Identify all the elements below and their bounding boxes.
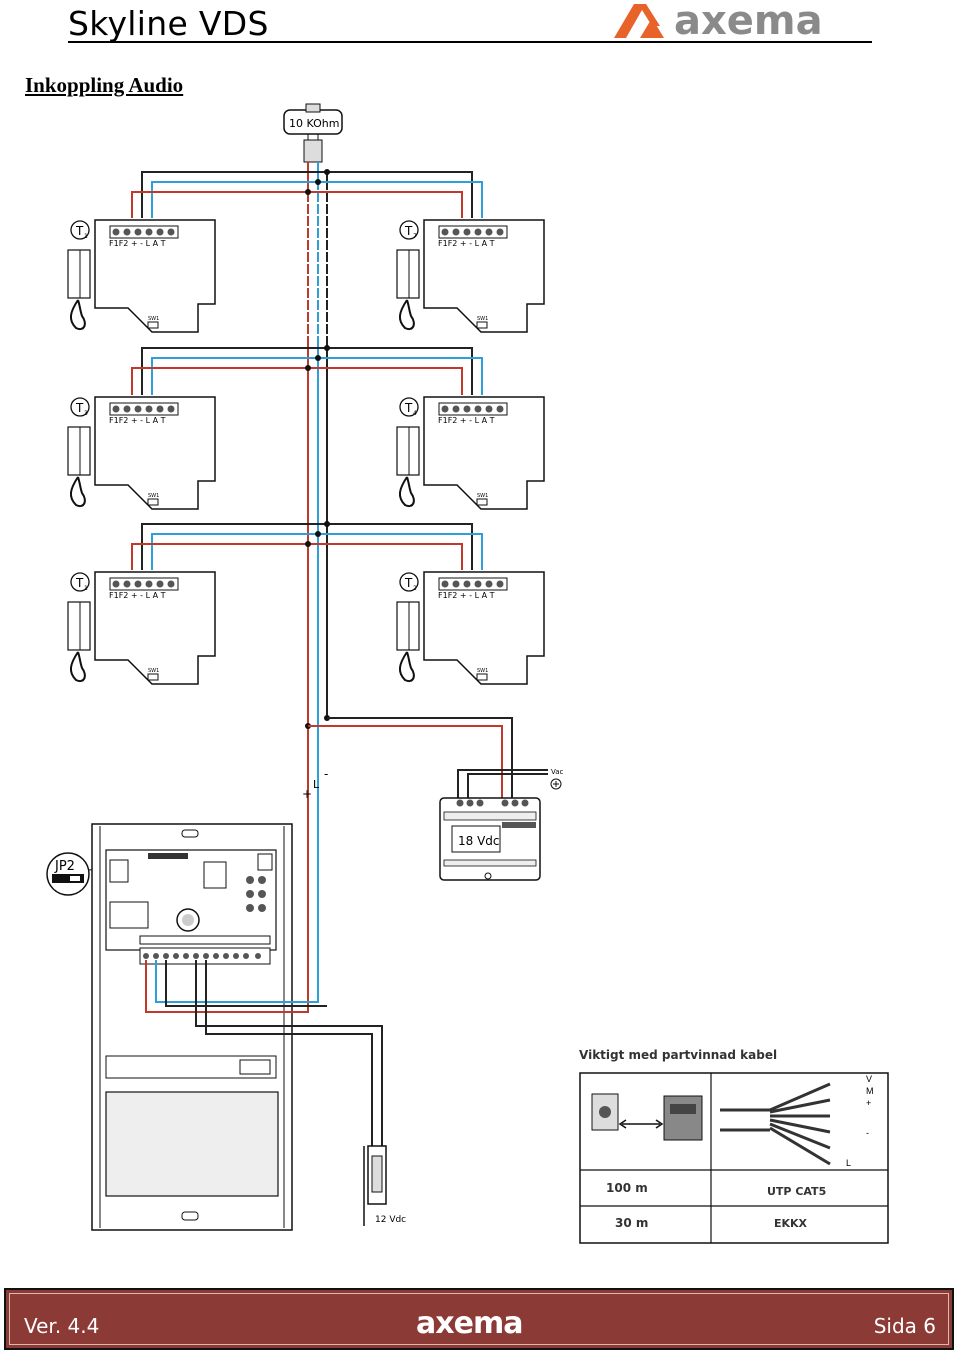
cable-info-box: Viktigt med partvinnad kabel V M + - L 1… — [579, 1048, 889, 1244]
svg-text:L: L — [846, 1158, 851, 1168]
svg-text:V: V — [866, 1074, 872, 1084]
svg-text:12 Vdc: 12 Vdc — [375, 1215, 406, 1225]
svg-text:SW1: SW1 — [477, 316, 488, 322]
svg-text:SW1: SW1 — [477, 668, 488, 674]
svg-text:4: 4 — [413, 410, 417, 417]
door-station — [91, 823, 293, 1231]
svg-text:UTP CAT5: UTP CAT5 — [767, 1185, 826, 1198]
svg-text:-: - — [866, 1128, 869, 1138]
axema-logo: axema — [614, 0, 823, 42]
svg-text:SW1: SW1 — [148, 668, 159, 674]
svg-text:EKKX: EKKX — [774, 1217, 808, 1230]
section-title: Inkoppling Audio — [25, 73, 184, 97]
svg-text:3: 3 — [84, 410, 88, 417]
svg-text:100 m: 100 m — [606, 1181, 648, 1195]
svg-text:10 KOhm: 10 KOhm — [289, 117, 339, 130]
intercom-unit: T 2 F1F2 + - L A T SW1 — [396, 571, 545, 685]
svg-text:F1F2 + - L A T: F1F2 + - L A T — [109, 591, 166, 600]
jumper-jp2: JP2 — [46, 852, 107, 896]
panel-wiring — [145, 960, 383, 1150]
svg-text:T: T — [75, 401, 84, 415]
svg-text:30 m: 30 m — [615, 1216, 648, 1230]
svg-text:T: T — [75, 576, 84, 590]
power-supply: 18 Vdc — [439, 797, 541, 881]
logo-mark-icon — [614, 4, 660, 38]
wiring-diagram: 10 KOhm T 1 F1F2 + - L A T SW1 T — [46, 103, 889, 1244]
svg-text:M: M — [866, 1086, 874, 1096]
page-title: Skyline VDS — [68, 4, 269, 43]
svg-text:F1F2 + - L A T: F1F2 + - L A T — [438, 239, 495, 248]
svg-text:axema: axema — [674, 0, 823, 42]
version-label: Ver. 4.4 — [24, 1314, 100, 1338]
svg-text:2: 2 — [413, 585, 417, 592]
svg-text:T: T — [404, 401, 413, 415]
svg-text:F1F2 + - L A T: F1F2 + - L A T — [109, 239, 166, 248]
intercom-unit: T 7 F1F2 + - L A T SW1 — [396, 219, 545, 333]
svg-text:7: 7 — [413, 233, 417, 240]
svg-text:Viktigt med partvinnad kabel: Viktigt med partvinnad kabel — [579, 1048, 777, 1062]
svg-text:F1F2 + - L A T: F1F2 + - L A T — [438, 591, 495, 600]
intercom-unit: T 1 F1F2 + - L A T SW1 — [67, 571, 216, 685]
svg-text:T: T — [404, 576, 413, 590]
door-lock: 12 Vdc — [363, 1145, 406, 1226]
svg-text:SW1: SW1 — [148, 493, 159, 499]
svg-text:Vac: Vac — [551, 768, 564, 776]
row-wiring — [131, 171, 483, 570]
header-rule — [68, 41, 872, 43]
svg-text:L: L — [313, 778, 320, 791]
svg-text:JP2: JP2 — [54, 859, 75, 874]
footer-logo: axema — [416, 1306, 523, 1341]
svg-text:F1F2 + - L A T: F1F2 + - L A T — [109, 416, 166, 425]
svg-text:F1F2 + - L A T: F1F2 + - L A T — [438, 416, 495, 425]
svg-text:-: - — [324, 767, 328, 781]
intercom-unit: T 1 F1F2 + - L A T SW1 — [67, 219, 216, 333]
resistor: 10 KOhm — [283, 103, 343, 163]
footer-bar: Ver. 4.4 axema Sida 6 — [4, 1288, 954, 1350]
svg-text:18 Vdc: 18 Vdc — [458, 834, 500, 848]
svg-text:T: T — [404, 224, 413, 238]
svg-text:1: 1 — [84, 585, 88, 592]
bus-wires — [306, 162, 329, 1005]
svg-text:+: + — [302, 787, 312, 801]
svg-text:+: + — [866, 1098, 871, 1108]
intercom-unit: T 4 F1F2 + - L A T SW1 — [396, 396, 545, 510]
svg-text:SW1: SW1 — [148, 316, 159, 322]
svg-text:SW1: SW1 — [477, 493, 488, 499]
intercom-unit: T 3 F1F2 + - L A T SW1 — [67, 396, 216, 510]
page-number: Sida 6 — [873, 1314, 936, 1338]
psu-wiring — [308, 717, 548, 800]
svg-text:1: 1 — [84, 233, 88, 240]
svg-text:T: T — [75, 224, 84, 238]
